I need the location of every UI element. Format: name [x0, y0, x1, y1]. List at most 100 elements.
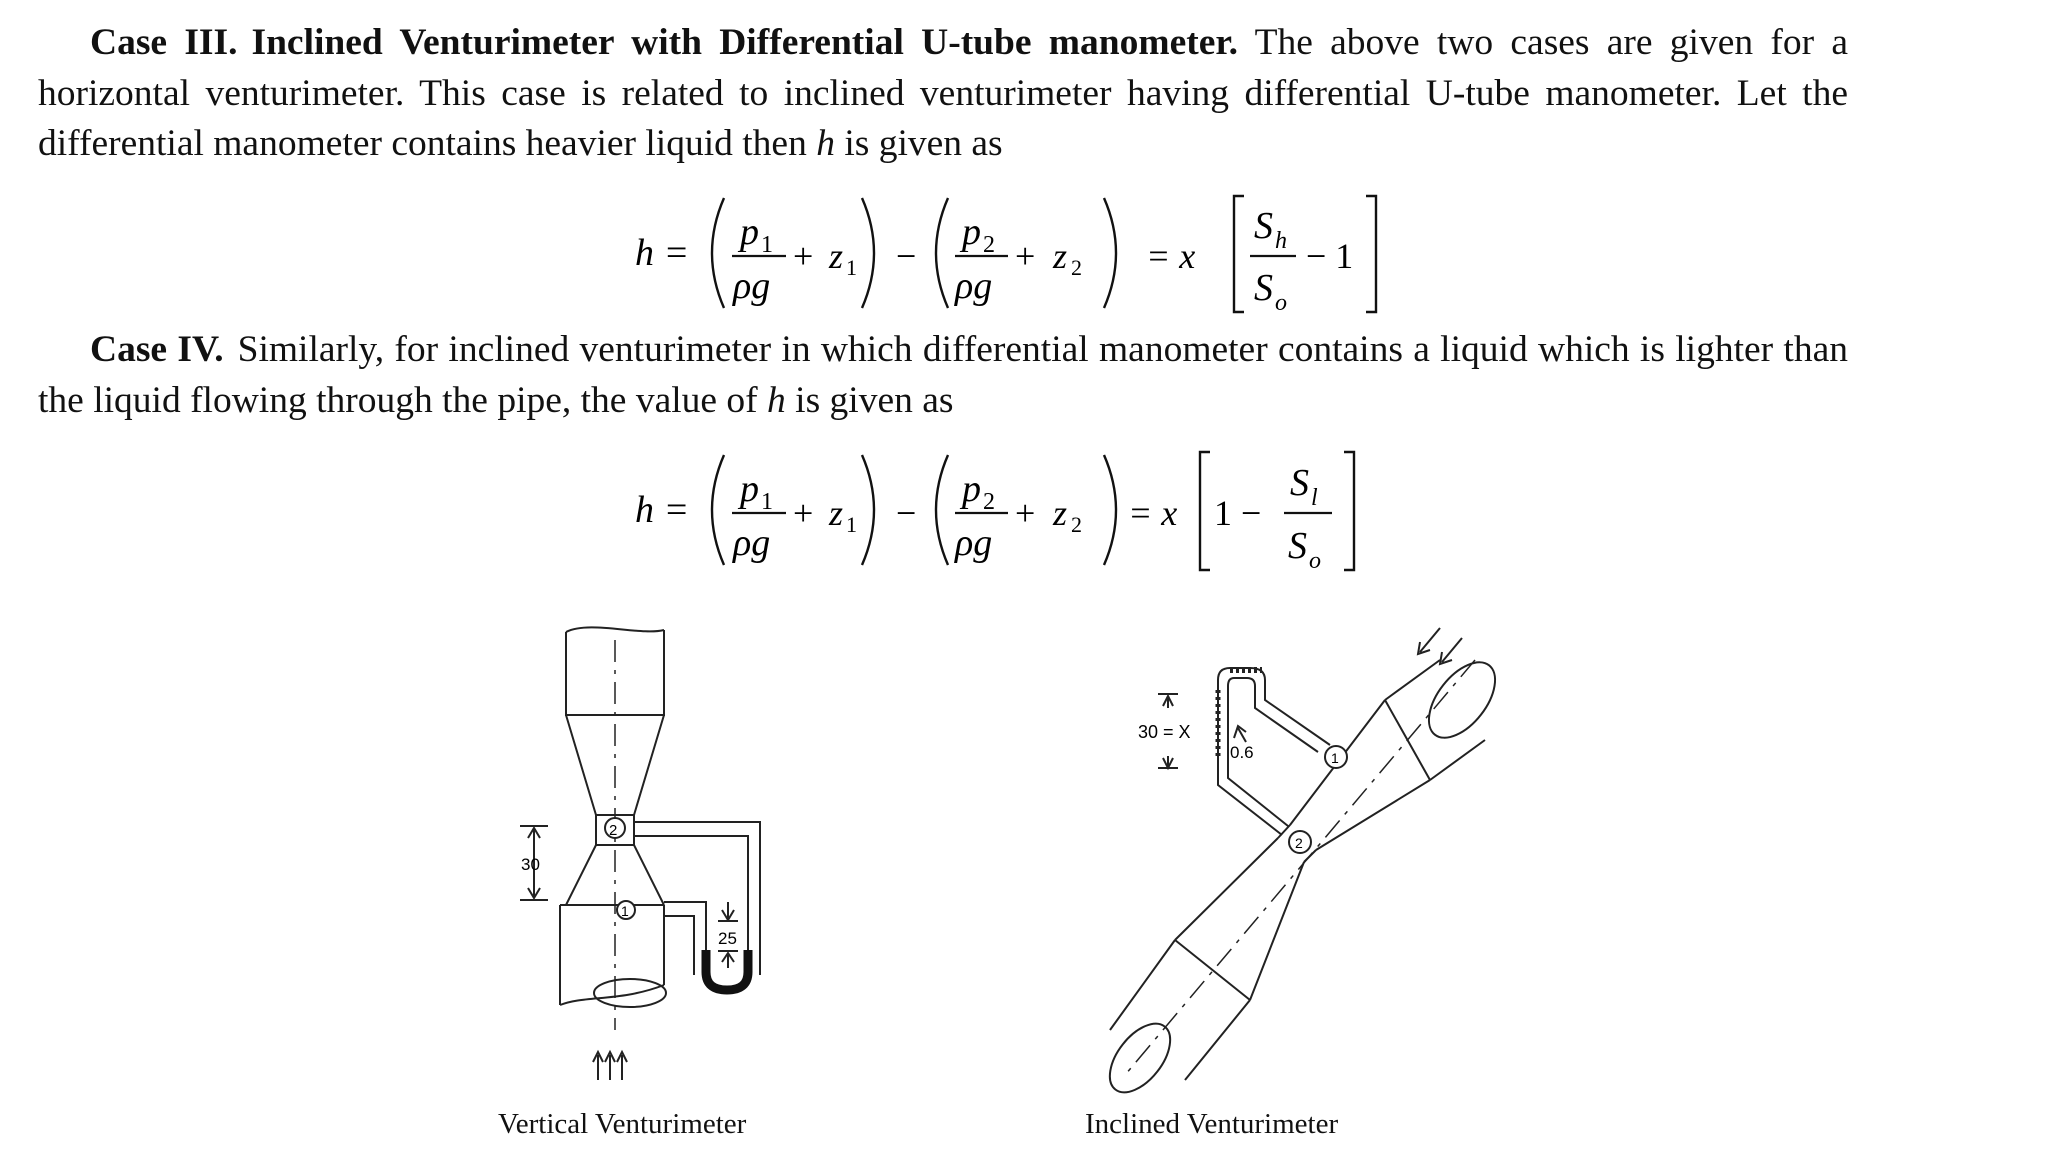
inclined-section-2-marker: [1288, 830, 1312, 854]
eq1-eqx: = x: [1146, 236, 1195, 276]
eq2-p2-sub: 2: [983, 489, 995, 515]
eq2-z2: z: [1052, 493, 1067, 533]
eq2-bracket-open: [1198, 450, 1210, 572]
eq1-minus: −: [896, 236, 916, 276]
inclined-converging: [1289, 699, 1431, 851]
upper-pipe: [1384, 659, 1486, 781]
inclined-diverging: [1174, 837, 1305, 1001]
eq1-plus-2: +: [1015, 236, 1035, 276]
eq2-plus-2: +: [1015, 493, 1035, 533]
eq1-paren-open-2: [934, 197, 950, 309]
eq2-paren-open-1: [710, 454, 726, 566]
eq2-den2-s: S: [1288, 525, 1307, 567]
eq1-p2: p: [959, 211, 981, 253]
vertical-venturimeter-diagram: [520, 626, 761, 1080]
eq1-p1: p: [737, 211, 759, 253]
case4-text-b: is given as: [795, 379, 954, 421]
eq2-paren-close-2: [1102, 454, 1118, 566]
eq1-den2-sub: o: [1275, 290, 1287, 316]
eq1-bracket-close: [1366, 194, 1378, 314]
eq2-lhs: h =: [635, 489, 689, 531]
case3-var-h: h: [816, 123, 835, 164]
dim30-arrows: [527, 826, 541, 900]
lower-pipe-end: [1108, 1022, 1172, 1094]
inclined-venturimeter-caption: Inclined Venturimeter: [1085, 1108, 1339, 1140]
eq1-tail: − 1: [1306, 236, 1353, 276]
case3-text-a: The above two cases are given for a hori…: [38, 22, 1848, 164]
section-1-label: 1: [621, 903, 629, 919]
eq1-den2-s: S: [1254, 267, 1273, 309]
manometer-liquid: [701, 950, 753, 995]
eq1-num-sub: h: [1275, 228, 1287, 254]
inclined-section-1-label: 1: [1331, 750, 1339, 766]
case3-title: Inclined Venturimeter with Differential …: [251, 22, 1238, 63]
label-06: 0.6: [1230, 743, 1254, 762]
eq2-p1: p: [737, 468, 759, 510]
eq2-bracket-close: [1344, 450, 1356, 572]
bottom-pipe: [559, 904, 665, 1005]
converging-cone: [565, 714, 665, 816]
inclined-section-1-marker: [1324, 745, 1348, 769]
case4-var-h: h: [767, 379, 786, 421]
section-2-marker: [604, 817, 626, 839]
eq1-paren-open-1: [710, 197, 726, 309]
eq2-num-s: S: [1290, 462, 1309, 504]
eq2-one: 1 −: [1214, 493, 1261, 533]
dim30-label: 30: [521, 855, 540, 874]
equation-case4: h = p 1 ρg + z 1 − p 2 ρg + z 2 = x 1 − …: [635, 450, 1356, 574]
eq2-p1-sub: 1: [761, 489, 773, 515]
case4-paragraph: Case IV.Similarly, for inclined venturim…: [38, 325, 1848, 426]
eq1-plus-1: +: [793, 236, 813, 276]
inclined-manometer-inner: [1227, 677, 1319, 827]
eq1-lhs: h =: [635, 232, 689, 274]
flow-arrows-down: [1416, 627, 1463, 666]
eq1-p2-sub: 2: [983, 232, 995, 258]
eq1-z1: z: [828, 236, 843, 276]
eq2-plus-1: +: [793, 493, 813, 533]
manometer-tube-lower: [664, 901, 707, 975]
dimX-arrow-top: [1162, 693, 1174, 708]
eq1-bracket-open: [1232, 194, 1244, 314]
eq2-z2-sub: 2: [1071, 512, 1082, 537]
throat: [595, 814, 635, 846]
bottom-pipe-ellipse: [593, 978, 667, 1008]
section-2-label: 2: [609, 822, 617, 839]
top-pipe-end: [565, 626, 665, 633]
equation-case3: h = p 1 ρg + z 1 − p 2 ρg + z 2 = x S h …: [635, 194, 1378, 316]
eq1-z1-sub: 1: [846, 255, 857, 280]
upper-pipe-end: [1427, 661, 1497, 739]
flow-arrows-up: [592, 1049, 628, 1080]
inclined-venturimeter-diagram: [1108, 627, 1497, 1094]
eq2-z1: z: [828, 493, 843, 533]
dimX-arrow-bottom: [1162, 756, 1174, 771]
lower-pipe: [1109, 939, 1251, 1081]
dim25-arrow-top: [721, 902, 735, 922]
eq2-den-1: ρg: [732, 522, 770, 564]
eq2-num-sub: l: [1311, 485, 1318, 511]
eq1-paren-close-2: [1102, 197, 1118, 309]
eq2-eqx: = x: [1128, 493, 1177, 533]
case3-paragraph: Case III. Inclined Venturimeter with Diff…: [38, 18, 1848, 170]
case4-text-a: Similarly, for inclined venturimeter in …: [38, 329, 1848, 421]
eq1-z2: z: [1052, 236, 1067, 276]
case4-heading: Case IV.: [90, 329, 224, 370]
inclined-fig-texts: 30 = X 0.6 1 2: [1138, 722, 1339, 851]
eq1-den-1: ρg: [732, 265, 770, 307]
lower-section-line: [1174, 939, 1251, 1001]
manometer-tube-upper: [634, 821, 761, 975]
vertical-venturimeter-caption: Vertical Venturimeter: [498, 1108, 747, 1140]
dim25-arrow-bottom: [721, 951, 735, 968]
eq1-den-2: ρg: [954, 265, 992, 307]
dimX-label: 30 = X: [1138, 722, 1191, 742]
case3-heading: Case III.: [90, 22, 238, 63]
lower-cone: [565, 844, 665, 906]
section-1-marker: [616, 900, 636, 920]
eq2-minus: −: [896, 493, 916, 533]
inclined-centre-line: [1124, 659, 1476, 1076]
eq2-z1-sub: 1: [846, 512, 857, 537]
case3-text-b: is given as: [844, 123, 1003, 164]
bottom-pipe-end: [559, 984, 665, 1006]
eq1-num-s: S: [1254, 205, 1273, 247]
eq2-paren-close-1: [860, 454, 876, 566]
